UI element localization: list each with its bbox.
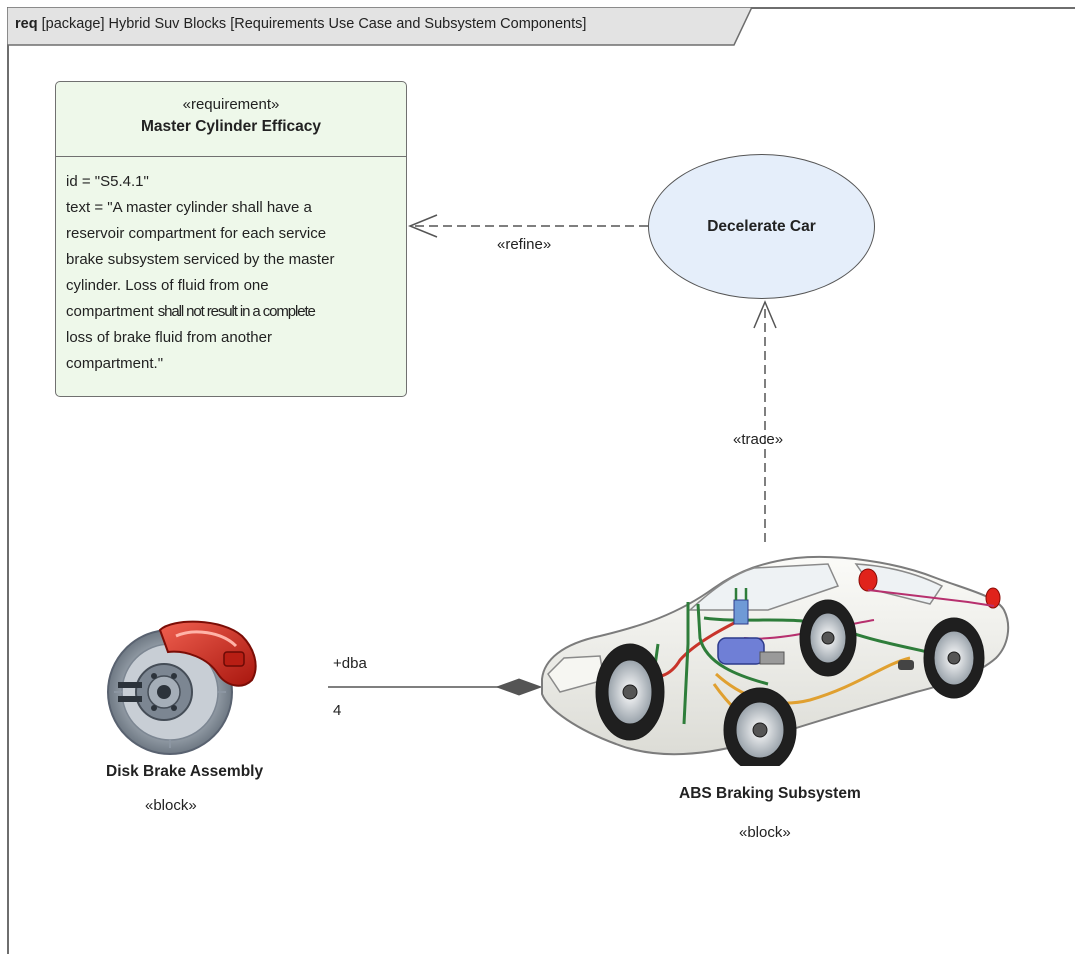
frame-keyword: req: [15, 16, 38, 32]
requirement-text-line: loss of brake fluid from another: [66, 329, 272, 346]
requirement-stereotype: «requirement»: [182, 96, 280, 113]
requirement-text-line: id = "S5.4.1": [66, 173, 149, 190]
car-abs-image[interactable]: [538, 534, 1013, 766]
requirement-text-line: cylinder. Loss of fluid from one: [66, 277, 269, 294]
disk-brake-image[interactable]: [102, 610, 272, 760]
composition-multiplicity-label: 4: [333, 702, 342, 719]
requirement-master-cylinder-efficacy[interactable]: «requirement» Master Cylinder Efficacy i…: [55, 81, 407, 397]
composition-role-label: +dba: [333, 655, 367, 672]
frame-title-text: [package] Hybrid Suv Blocks [Requirement…: [37, 16, 587, 32]
use-case-decelerate-car[interactable]: Decelerate Car: [648, 154, 875, 299]
frame-name-tab: [7, 7, 752, 46]
requirement-body: id = "S5.4.1" text = "A master cylinder …: [56, 157, 406, 377]
trace-label: «trace»: [733, 431, 784, 448]
use-case-name: Decelerate Car: [707, 217, 816, 235]
requirement-text-line: compartment shall not result in a comple…: [66, 299, 406, 325]
requirement-text-line: text = "A master cylinder shall have a: [66, 199, 312, 216]
abs-block-name: ABS Braking Subsystem: [679, 785, 861, 802]
requirement-text-fragment: compartment: [66, 303, 158, 320]
frame-border-left: [7, 8, 9, 954]
frame-title: req [package] Hybrid Suv Blocks [Require…: [15, 16, 586, 32]
refine-connector[interactable]: [408, 214, 648, 238]
requirement-header: «requirement» Master Cylinder Efficacy: [56, 82, 406, 157]
requirement-text-line: brake subsystem serviced by the master: [66, 251, 335, 268]
refine-label: «refine»: [497, 236, 552, 253]
abs-block-stereotype: «block»: [739, 824, 791, 841]
requirement-text-condensed: shall not result in a complete: [157, 303, 316, 320]
composition-connector[interactable]: [328, 678, 543, 696]
disk-brake-block-name: Disk Brake Assembly: [106, 763, 264, 780]
trace-connector[interactable]: [753, 300, 777, 542]
requirement-text-line: compartment.": [66, 355, 164, 372]
requirement-name: Master Cylinder Efficacy: [140, 118, 322, 135]
disk-brake-block-stereotype: «block»: [145, 797, 197, 814]
requirement-text-line: reservoir compartment for each service: [66, 225, 327, 242]
